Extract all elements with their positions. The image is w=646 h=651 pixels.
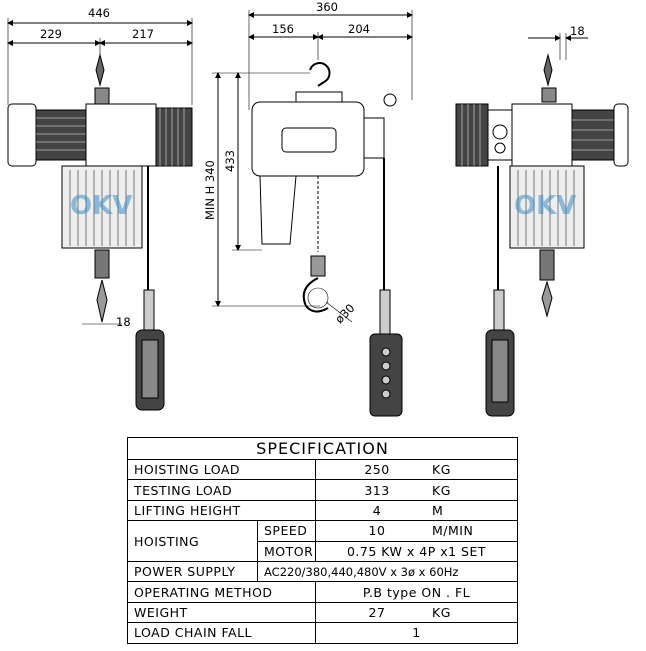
row-lifting-height: LIFTING HEIGHT 4 M [127, 499, 519, 522]
value-speed: 10 [368, 523, 386, 539]
label-weight: WEIGHT [127, 601, 316, 624]
dim-204: 204 [348, 22, 370, 36]
watermark-right: OKV [514, 191, 576, 221]
dim-min-h-340: MIN H 340 [203, 160, 217, 220]
dim-hook-dia: ø30 [332, 301, 357, 326]
dim-18-left: 18 [116, 315, 131, 329]
dim-229: 229 [40, 27, 62, 41]
row-testing-load: TESTING LOAD 313 KG [127, 479, 519, 501]
unit-speed: M/MIN [432, 523, 474, 539]
value-operating-method: P.B type ON . FL [314, 581, 519, 603]
label-speed: SPEED [257, 520, 316, 542]
row-weight: WEIGHT 27 KG [127, 601, 519, 624]
dim-156: 156 [272, 22, 294, 36]
label-lifting-height: LIFTING HEIGHT [127, 499, 316, 522]
unit-hoisting-load: KG [432, 462, 451, 478]
label-motor: MOTOR [257, 540, 316, 562]
value-load-chain-fall: 1 [314, 622, 519, 644]
unit-testing-load: KG [432, 482, 451, 498]
value-weight: 27 [368, 604, 386, 620]
row-load-chain-fall: LOAD CHAIN FALL 1 [127, 622, 519, 644]
hoist-technical-drawing: 446 229 217 18 OKV [7, 0, 629, 417]
label-testing-load: TESTING LOAD [127, 479, 316, 501]
spec-title: SPECIFICATION [126, 437, 519, 460]
dim-360: 360 [316, 0, 338, 14]
row-hoisting-speed: HOISTING SPEED 10 M/MIN [127, 520, 519, 562]
rear-view [455, 33, 629, 417]
dim-446: 446 [88, 6, 110, 20]
dim-433: 433 [223, 150, 237, 172]
value-lifting-height: 4 [372, 502, 382, 518]
value-testing-load: 313 [364, 482, 390, 498]
value-power-supply: AC220/380,440,480V x 3ø x 60Hz [256, 560, 519, 583]
value-hoisting-load: 250 [364, 462, 390, 478]
dim-18-right: 18 [570, 24, 585, 38]
row-operating-method: OPERATING METHOD P.B type ON . FL [127, 581, 519, 603]
unit-lifting-height: M [432, 502, 444, 518]
label-hoisting: HOISTING [127, 520, 258, 562]
label-operating-method: OPERATING METHOD [127, 581, 316, 603]
side-view [212, 10, 413, 417]
watermark-left: OKV [70, 191, 132, 221]
front-view [7, 18, 193, 411]
label-hoisting-load: HOISTING LOAD [127, 458, 316, 481]
row-power-supply: POWER SUPPLY AC220/380,440,480V x 3ø x 6… [127, 560, 519, 583]
unit-weight: KG [432, 604, 451, 620]
label-load-chain-fall: LOAD CHAIN FALL [127, 622, 316, 644]
row-hoisting-motor: MOTOR 0.75 KW x 4P x1 SET [128, 540, 519, 562]
row-hoisting-load: HOISTING LOAD 250 KG [127, 458, 519, 481]
label-power-supply: POWER SUPPLY [127, 560, 258, 583]
dim-217: 217 [132, 27, 154, 41]
value-motor: 0.75 KW x 4P x1 SET [314, 540, 519, 562]
